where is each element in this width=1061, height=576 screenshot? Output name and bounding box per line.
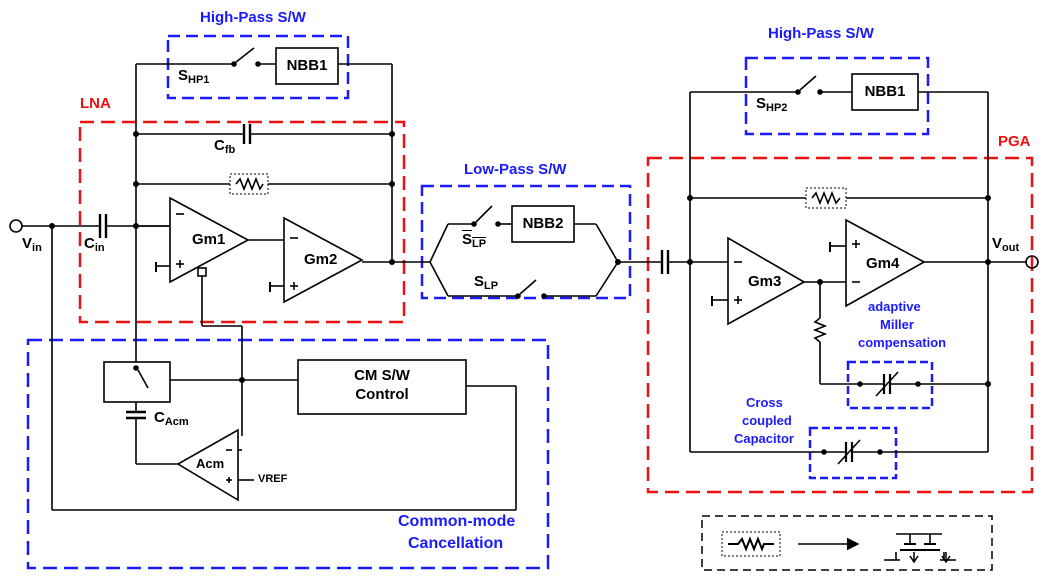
vref-label: VREF [258, 473, 288, 485]
hp-sw-left-box [166, 34, 350, 100]
cm-cancel-label-2: Cancellation [408, 535, 504, 552]
lna-box [78, 120, 406, 324]
cfb-label: Cfb [214, 137, 236, 156]
nbb1-right-box [851, 73, 919, 111]
lp-sw-label: Low-Pass S/W [464, 161, 567, 178]
legend-box [701, 515, 993, 571]
hp-sw-left-label: High-Pass S/W [200, 9, 306, 26]
vin-terminal [9, 219, 23, 233]
gm4-label: Gm4 [866, 255, 900, 272]
shp2-label: SHP2 [756, 95, 788, 114]
nbb1-right-label: NBB1 [864, 83, 906, 100]
nbb2-label: NBB2 [522, 215, 564, 232]
hp-sw-right-box [744, 56, 930, 136]
hp-sw-right-label: High-Pass S/W [768, 25, 874, 42]
cm-cancel-label-1: Common-mode [398, 513, 516, 530]
gm1-amplifier [169, 196, 250, 284]
shp1-label: SHP1 [178, 67, 210, 86]
cm-control-box [297, 359, 467, 415]
cross-label-1: Cross [746, 395, 783, 410]
nbb1-left-label: NBB1 [286, 57, 328, 74]
cm-control-label-1: CM S/W [354, 367, 410, 384]
cin-label: Cin [84, 235, 105, 254]
cm-control-label-2: Control [355, 386, 409, 403]
cross-label-2: coupled [742, 413, 792, 428]
adaptive-label-1: adaptive [868, 299, 921, 314]
vout-terminal [1025, 255, 1039, 269]
lna-label: LNA [80, 95, 111, 112]
cross-cap-box [808, 426, 898, 480]
vout-label: Vout [992, 235, 1020, 254]
nbb1-left-box [275, 47, 339, 85]
nbb2-box [511, 205, 575, 243]
gm3-label: Gm3 [748, 273, 782, 290]
cacm-label: CAcm [154, 409, 189, 428]
acm-label: Acm [196, 456, 225, 471]
cross-label-3: Capacitor [734, 431, 794, 446]
adaptive-label-2: Miller [880, 317, 914, 332]
gm1-label: Gm1 [192, 231, 226, 248]
adaptive-label-3: compensation [858, 335, 947, 350]
gm3-amplifier [727, 236, 806, 326]
gm2-amplifier [283, 216, 364, 304]
acm-amplifier [176, 428, 239, 502]
pga-box [646, 156, 1034, 494]
gm4-amplifier [845, 218, 926, 308]
slp-label: SLP [474, 273, 499, 292]
gm2-label: Gm2 [304, 251, 338, 268]
miller-cap-box [846, 360, 934, 410]
slp-bar-label: SLP [462, 231, 487, 250]
vin-label: Vin [22, 235, 42, 254]
cm-cancel-box [26, 338, 550, 570]
pga-label: PGA [998, 133, 1031, 150]
lp-sw-box [420, 184, 632, 300]
